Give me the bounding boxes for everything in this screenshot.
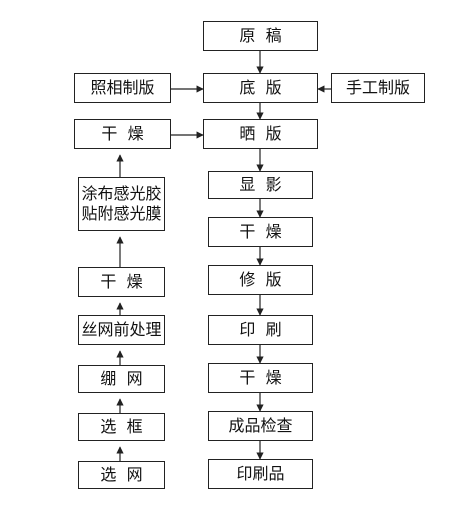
step-label-line2: 贴附感光膜 [81, 204, 162, 223]
step-label: 晒 版 [239, 124, 282, 143]
step-shougong: 手工制版 [331, 73, 425, 103]
step-label-line1: 涂布感光胶 [81, 184, 162, 203]
step-xuankuang: 选 框 [78, 413, 165, 441]
step-bengwang: 绷 网 [78, 365, 165, 393]
step-label: 原 稿 [239, 26, 282, 45]
step-label: 照相制版 [90, 78, 155, 97]
step-yuangao: 原 稿 [203, 21, 318, 51]
step-label: 选 框 [100, 417, 143, 436]
step-label: 选 网 [100, 465, 143, 484]
step-label: 干 燥 [101, 124, 144, 143]
step-tubu: 涂布感光胶 贴附感光膜 [78, 177, 165, 231]
step-label: 成品检查 [228, 416, 293, 435]
step-label: 显 影 [239, 175, 282, 194]
step-xuanwang: 选 网 [78, 461, 165, 489]
step-label: 印刷品 [236, 464, 285, 483]
step-label: 底 版 [239, 78, 282, 97]
step-label: 绷 网 [100, 369, 143, 388]
step-label: 手工制版 [345, 78, 410, 97]
step-yinshua: 印 刷 [208, 315, 313, 345]
step-siwang: 丝网前处理 [78, 315, 165, 345]
step-yinshuapin: 印刷品 [208, 459, 313, 489]
step-ganzao-1: 干 燥 [74, 119, 171, 149]
step-shaiban: 晒 版 [203, 119, 318, 149]
step-label: 干 燥 [100, 272, 143, 291]
step-diban: 底 版 [203, 73, 318, 103]
step-ganzao-2: 干 燥 [208, 217, 313, 247]
step-ganzao-4: 干 燥 [78, 267, 165, 297]
step-label: 修 版 [239, 270, 282, 289]
step-xianying: 显 影 [208, 171, 313, 199]
step-chengpin: 成品检查 [208, 411, 313, 441]
step-zhaoxiang: 照相制版 [74, 73, 171, 103]
step-label: 干 燥 [239, 222, 282, 241]
step-label: 丝网前处理 [81, 320, 162, 339]
step-ganzao-3: 干 燥 [208, 363, 313, 393]
step-xiuban: 修 版 [208, 265, 313, 295]
step-label: 干 燥 [239, 368, 282, 387]
step-label: 印 刷 [239, 320, 282, 339]
